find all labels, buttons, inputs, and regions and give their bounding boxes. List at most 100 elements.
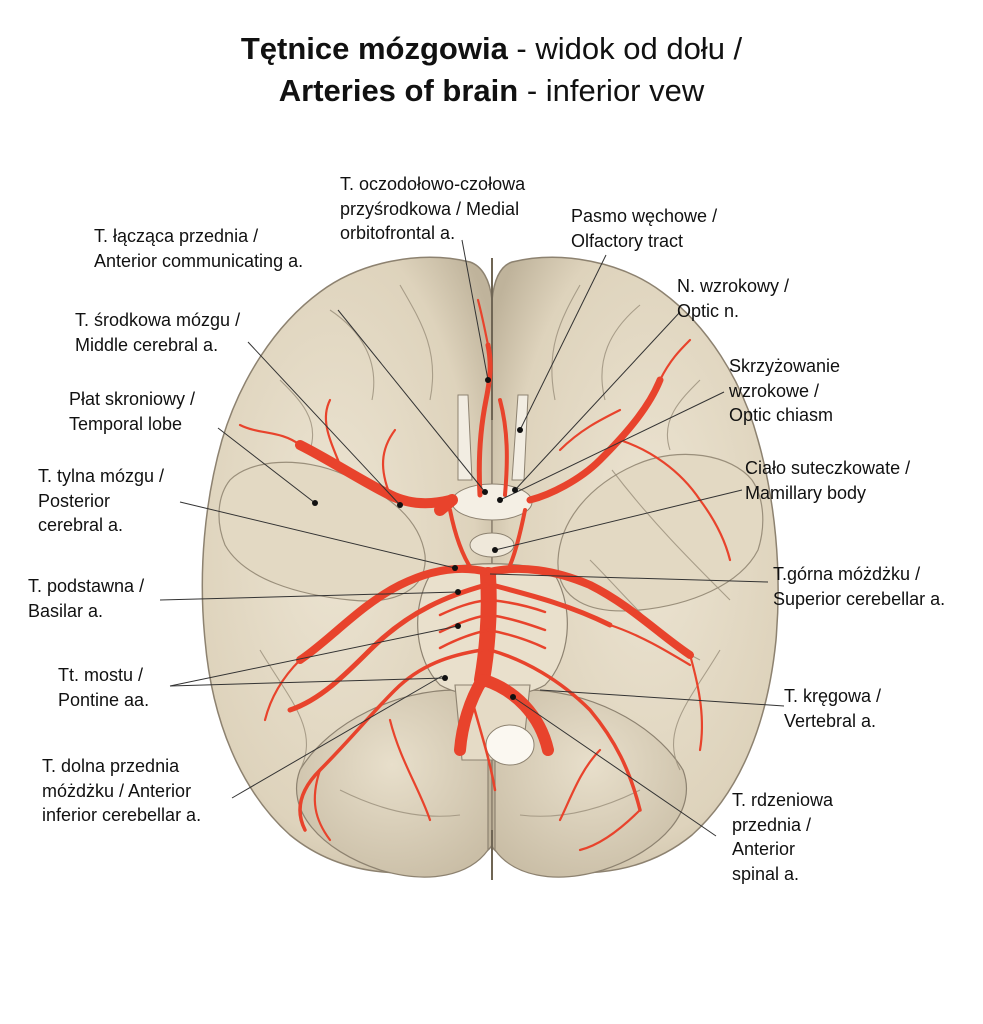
label-olfactory-tract: Pasmo węchowe / Olfactory tract bbox=[571, 204, 717, 253]
label-basilar: T. podstawna / Basilar a. bbox=[28, 574, 144, 623]
label-line: Temporal lobe bbox=[69, 413, 183, 434]
leader-vertebral bbox=[539, 689, 785, 707]
label-line: cerebral a. bbox=[38, 515, 124, 535]
label-line: T. dolna przednia bbox=[42, 756, 180, 776]
label-line: Posterior bbox=[38, 490, 111, 511]
temporal-lobe-left bbox=[218, 461, 426, 602]
vertebral-artery-right-path bbox=[478, 674, 554, 756]
label-line: Płat skroniowy / bbox=[69, 389, 196, 409]
label-optic-nerve: N. wzrokowy / Optic n. bbox=[677, 274, 789, 323]
cerebellum-left bbox=[295, 689, 489, 878]
label-line: Superior cerebellar a. bbox=[773, 588, 946, 609]
title-english-bold: Arteries of brain bbox=[278, 73, 519, 108]
anterior-cerebral-left-path bbox=[476, 342, 493, 498]
leader-optic-nerve bbox=[514, 311, 681, 491]
diagram-title: Tętnice mózgowia - widok od dołu / Arter… bbox=[0, 28, 983, 112]
label-line: Mamillary body bbox=[745, 482, 867, 503]
label-line: T. podstawna / bbox=[28, 576, 145, 596]
cortical-branches bbox=[238, 298, 732, 852]
label-line: Optic chiasm bbox=[729, 405, 834, 425]
label-line: Olfactory tract bbox=[571, 230, 684, 251]
label-line: Basilar a. bbox=[28, 600, 104, 621]
label-pontine: Tt. mostu / Pontine aa. bbox=[58, 663, 149, 712]
title-line-1: Tętnice mózgowia - widok od dołu / bbox=[0, 28, 983, 70]
leader-olfactory-tract bbox=[519, 254, 607, 431]
vertebral-artery-left-path bbox=[454, 674, 488, 756]
posterior-cerebral-left-path bbox=[296, 564, 492, 664]
leader-anterior-communicating bbox=[337, 309, 486, 493]
label-medial-orbitofrontal: T. oczodołowo-czołowa przyśrodkowa / Med… bbox=[340, 172, 525, 246]
label-superior-cerebellar: T.górna móżdżku / Superior cerebellar a. bbox=[773, 562, 945, 611]
label-anterior-communicating: T. łącząca przednia / Anterior communica… bbox=[94, 224, 303, 273]
label-line: spinal a. bbox=[732, 863, 800, 884]
label-posterior-cerebral: T. tylna mózgu / Posterior cerebral a. bbox=[38, 464, 164, 538]
leader-temporal-lobe bbox=[217, 427, 316, 504]
label-line: Pontine aa. bbox=[58, 689, 150, 710]
label-line: T. środkowa mózgu / bbox=[75, 310, 241, 330]
olfactory-tract-left bbox=[457, 394, 473, 481]
label-vertebral: T. kręgowa / Vertebral a. bbox=[784, 684, 881, 733]
middle-cerebral-right-path bbox=[526, 376, 664, 504]
posterior-communicating-left bbox=[448, 508, 474, 572]
leader-lines bbox=[159, 239, 785, 837]
pontine-branches bbox=[438, 598, 547, 650]
label-line: orbitofrontal a. bbox=[340, 223, 456, 243]
superior-cerebellar-right-path bbox=[489, 582, 613, 628]
label-line: przyśrodkowa / Medial bbox=[340, 198, 520, 219]
spinal-cord-section bbox=[485, 724, 535, 766]
label-line: Anterior communicating a. bbox=[94, 250, 304, 271]
leader-mamillary-body bbox=[494, 489, 743, 551]
leader-medial-orbitofrontal bbox=[461, 239, 489, 381]
title-line-2: Arteries of brain - inferior vew bbox=[0, 70, 983, 112]
leader-pontine-1 bbox=[169, 625, 459, 687]
posterior-communicating-right bbox=[506, 508, 527, 572]
leader-pontine-2 bbox=[169, 677, 446, 687]
label-line: przednia / bbox=[732, 814, 812, 835]
arteries bbox=[238, 298, 732, 852]
title-polish-rest: - widok od dołu / bbox=[507, 31, 743, 66]
label-line: Vertebral a. bbox=[784, 710, 877, 731]
leader-anterior-spinal bbox=[512, 696, 717, 837]
label-line: T. rdzeniowa bbox=[732, 790, 834, 810]
label-line: T.górna móżdżku / bbox=[773, 564, 921, 584]
label-middle-cerebral: T. środkowa mózgu / Middle cerebral a. bbox=[75, 308, 240, 357]
label-line: Skrzyżowanie bbox=[729, 356, 841, 376]
anterior-spinal-path bbox=[470, 698, 497, 792]
leader-optic-chiasm bbox=[499, 391, 725, 501]
label-line: Tt. mostu / bbox=[58, 665, 144, 685]
leader-basilar bbox=[159, 591, 459, 601]
label-line: Ciało suteczkowate / bbox=[745, 458, 911, 478]
title-polish-bold: Tętnice mózgowia bbox=[240, 31, 508, 66]
leader-posterior-cerebral bbox=[179, 501, 456, 569]
anterior-inferior-cerebellar-left-path bbox=[298, 648, 484, 832]
label-line: Pasmo węchowe / bbox=[571, 206, 718, 226]
posterior-cerebral-right-path bbox=[486, 564, 694, 659]
label-mamillary-body: Ciało suteczkowate / Mamillary body bbox=[745, 456, 910, 505]
middle-cerebral-left-path bbox=[295, 440, 455, 509]
leader-aica bbox=[231, 675, 443, 799]
label-line: wzrokowe / bbox=[729, 380, 820, 401]
superior-cerebellar-left-path bbox=[287, 582, 489, 713]
label-line: Optic n. bbox=[677, 300, 740, 321]
label-optic-chiasm: Skrzyżowanie wzrokowe / Optic chiasm bbox=[729, 354, 840, 428]
label-temporal-lobe: Płat skroniowy / Temporal lobe bbox=[69, 387, 195, 436]
label-line: T. kręgowa / bbox=[784, 686, 882, 706]
label-line: T. oczodołowo-czołowa bbox=[340, 174, 526, 194]
internal-carotid-left bbox=[434, 494, 458, 516]
label-line: inferior cerebellar a. bbox=[42, 805, 202, 825]
basilar-artery-path bbox=[474, 567, 497, 688]
leader-dots bbox=[312, 377, 523, 700]
gyri-lines bbox=[259, 284, 731, 817]
anterior-cerebral-right-path bbox=[498, 398, 509, 497]
label-line: móżdżku / Anterior bbox=[42, 780, 192, 801]
label-line: Anterior bbox=[732, 839, 796, 859]
label-line: N. wzrokowy / bbox=[677, 276, 790, 296]
label-anterior-spinal: T. rdzeniowa przednia / Anterior spinal … bbox=[732, 788, 833, 886]
label-anterior-inferior-cerebellar: T. dolna przednia móżdżku / Anterior inf… bbox=[42, 754, 201, 828]
label-line: Middle cerebral a. bbox=[75, 334, 219, 355]
leader-middle-cerebral bbox=[247, 341, 401, 506]
leader-superior-cerebellar bbox=[489, 573, 769, 583]
label-line: T. tylna mózgu / bbox=[38, 466, 165, 486]
title-english-rest: - inferior vew bbox=[518, 73, 705, 108]
